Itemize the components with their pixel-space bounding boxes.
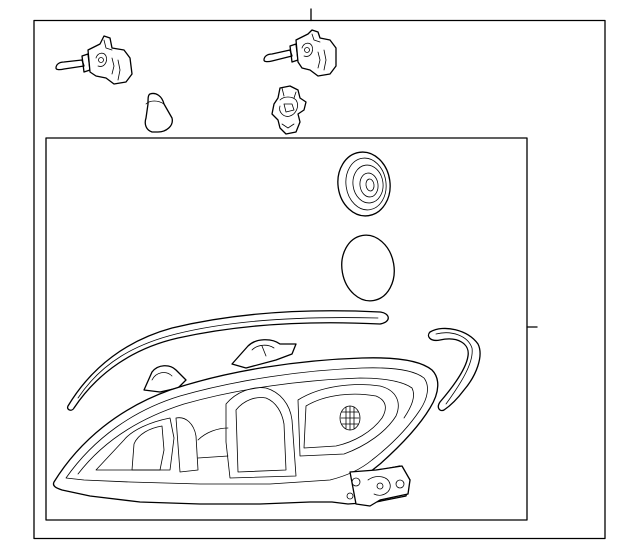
wedge-bulb-icon[interactable]	[144, 92, 173, 133]
bulb-socket-icon[interactable]	[271, 85, 307, 135]
side-bracket-strip-icon[interactable]	[427, 327, 481, 412]
headlight-bulb-left-icon[interactable]	[55, 35, 133, 85]
round-cover-icon[interactable]	[337, 231, 400, 305]
upper-seal-strip-icon[interactable]	[66, 310, 389, 411]
outer-frame	[33, 8, 606, 540]
headlamp-assembly-icon[interactable]	[52, 339, 439, 507]
inner-frame	[45, 137, 528, 521]
grommet-cap-icon[interactable]	[334, 149, 394, 220]
headlight-bulb-right-icon[interactable]	[263, 29, 337, 77]
